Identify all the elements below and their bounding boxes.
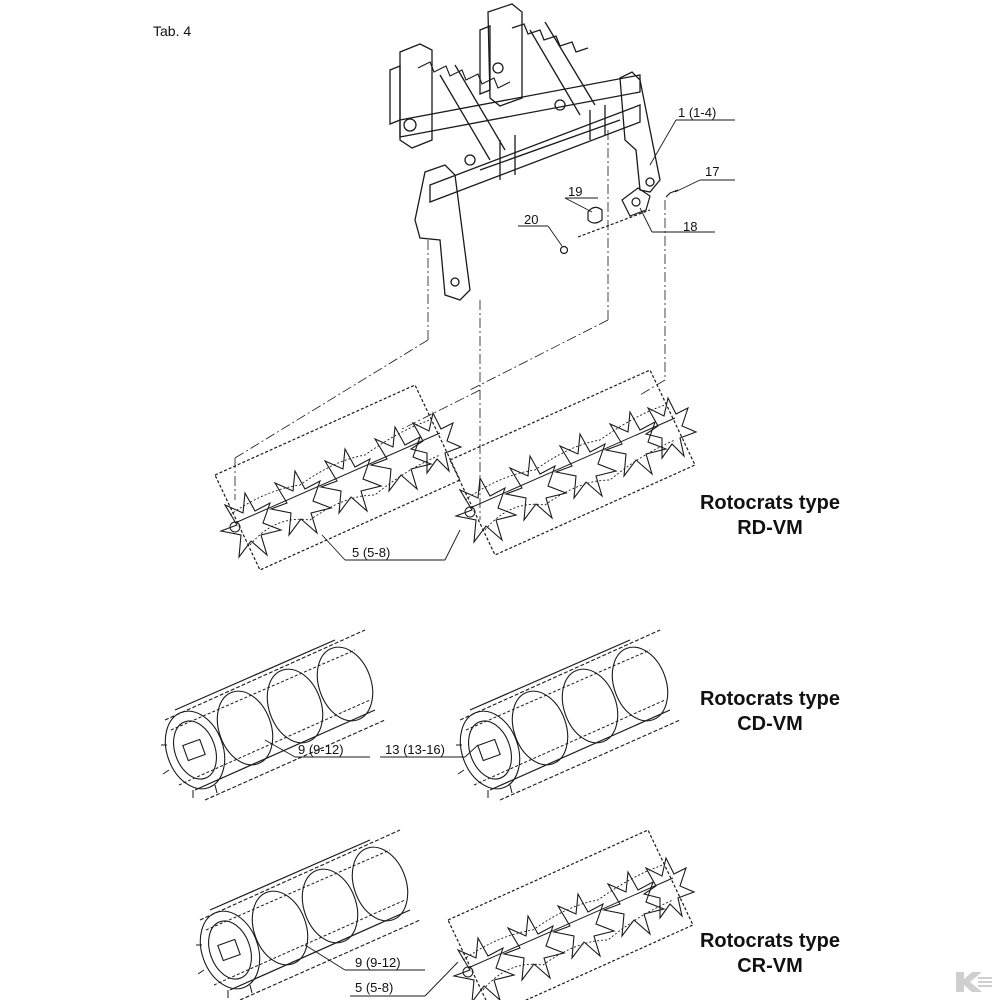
section-label-line2: CD-VM: [737, 713, 803, 735]
section-label-line1: Rotocrats type: [699, 930, 841, 952]
roller-cr-cage: [189, 829, 421, 1000]
small-parts: [559, 187, 679, 255]
callout-20: 20: [524, 212, 539, 227]
callout-18: 18: [683, 219, 698, 234]
section-label-line2: RD-VM: [737, 517, 803, 539]
callout-5-rd: 5 (5-8): [352, 545, 391, 560]
tab-title: Tab. 4: [153, 23, 192, 39]
section-label-line1: Rotocrats type: [699, 688, 841, 710]
callout-13-cd: 13 (13-16): [385, 742, 445, 757]
callout-17: 17: [705, 164, 720, 179]
roller-rd-left: [214, 384, 462, 571]
callout-9-cd: 9 (9-12): [298, 742, 344, 757]
brand-watermark-icon: [956, 972, 992, 992]
section-label-cr: Rotocrats type CR-VM: [680, 929, 860, 979]
roller-cd-right: [449, 629, 681, 801]
callout-1: 1 (1-4): [678, 105, 717, 120]
roller-rd-right: [449, 369, 697, 556]
callout-5-cr: 5 (5-8): [355, 980, 394, 995]
section-label-rd: Rotocrats type RD-VM: [680, 491, 860, 541]
section-label-line1: Rotocrats type: [699, 492, 841, 514]
roller-cr-star: [447, 829, 695, 1000]
alignment-lines: [234, 130, 666, 520]
section-label-cd: Rotocrats type CD-VM: [680, 687, 860, 737]
roller-cd-left: [154, 629, 386, 801]
callout-9-cr: 9 (9-12): [355, 955, 401, 970]
section-label-line2: CR-VM: [737, 955, 803, 977]
leader-lines: [264, 119, 735, 997]
callout-19: 19: [568, 184, 583, 199]
frame-assembly: [389, 3, 661, 301]
